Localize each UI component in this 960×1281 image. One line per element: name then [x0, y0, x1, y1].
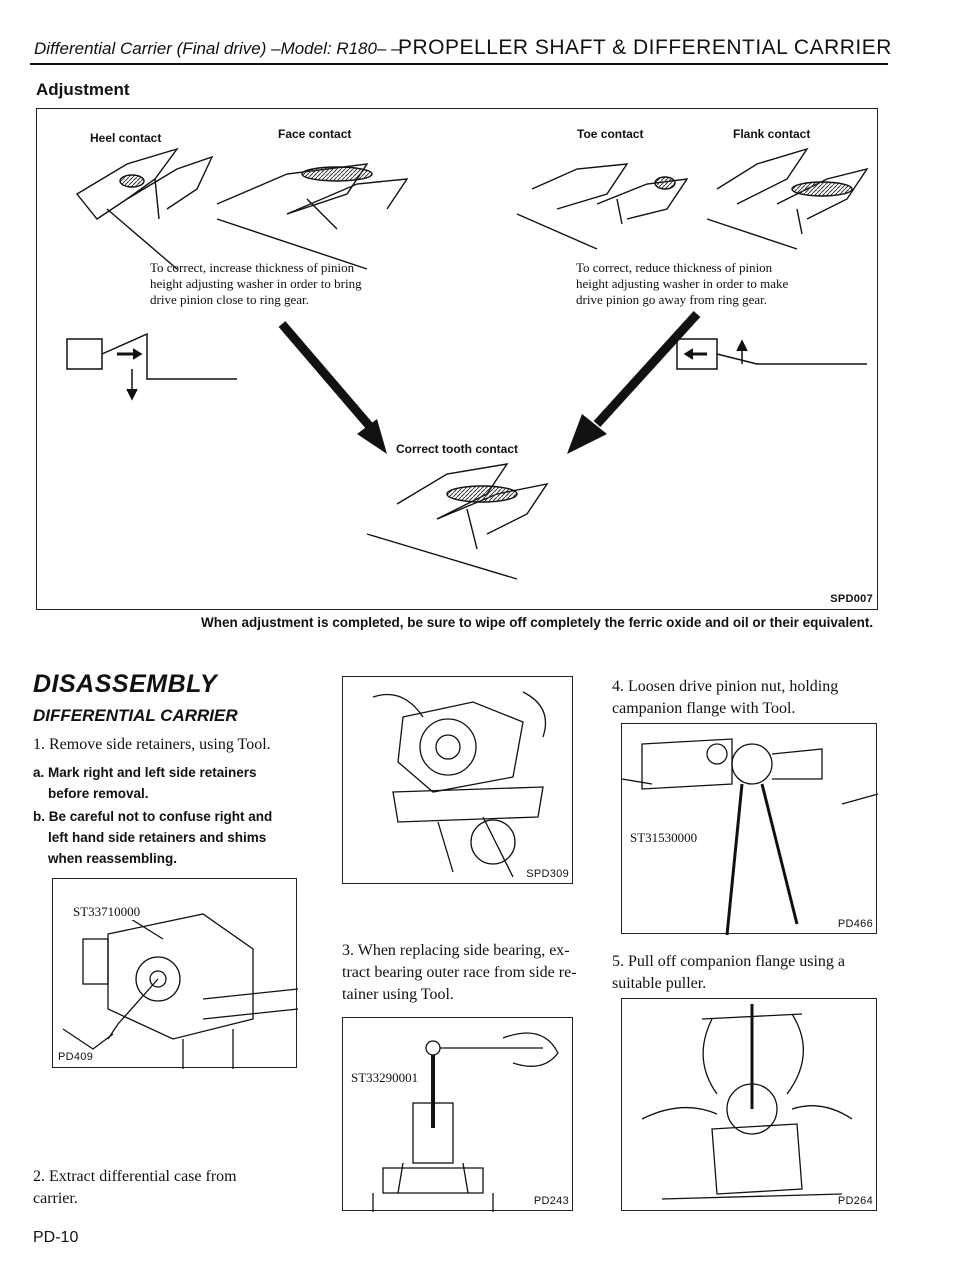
step-5: 5. Pull off companion flange using a sui…	[612, 953, 845, 992]
face-contact-label: Face contact	[278, 127, 352, 141]
tooth-contact-drawing	[66, 147, 869, 580]
tool-st31530000: ST31530000	[628, 830, 700, 846]
tooth-contact-figure: Heel contact Face contact Toe contact Fl…	[36, 108, 878, 610]
figure-pd466: ST31530000 PD466	[621, 723, 879, 936]
step-3: 3. When replacing side bearing, ex- trac…	[342, 942, 577, 1003]
correct-contact-teeth-icon	[366, 463, 549, 580]
adjustment-note: When adjustment is completed, be sure to…	[201, 615, 874, 630]
figure-code-pd466: PD466	[837, 918, 873, 930]
heel-contact-teeth-icon	[75, 147, 214, 270]
disassembly-heading: DISASSEMBLY	[33, 670, 218, 698]
page-number: PD-10	[33, 1229, 79, 1246]
arrow-down-right-icon	[278, 321, 387, 454]
pinion-move-out-icon	[676, 338, 867, 370]
differential-case-extraction-icon	[372, 691, 547, 878]
flank-contact-label: Flank contact	[733, 127, 811, 141]
figure-spd309: SPD309	[342, 676, 573, 884]
tool-st33290001: ST33290001	[349, 1070, 421, 1086]
companion-flange-puller-icon	[641, 1004, 853, 1200]
figure-code-spd309: SPD309	[526, 868, 569, 880]
flank-contact-teeth-icon	[706, 147, 869, 250]
bearing-race-puller-icon	[372, 1032, 559, 1212]
figure-pd409: ST33710000 PD409	[52, 878, 299, 1069]
arrow-down-left-icon	[567, 310, 701, 454]
figure-code: SPD007	[830, 593, 873, 605]
tool-st33710000: ST33710000	[71, 904, 143, 920]
header-chapter-title: PROPELLER SHAFT & DIFFERENTIAL CARRIER	[398, 36, 892, 59]
adjustment-heading: Adjustment	[36, 80, 130, 99]
pinion-move-in-icon	[66, 332, 237, 401]
figure-pd264: PD264	[621, 998, 877, 1211]
step-1: 1. Remove side retainers, using Tool.	[33, 736, 271, 753]
toe-contact-teeth-icon	[516, 163, 689, 250]
flange-holding-tool-icon	[621, 738, 879, 936]
header-section-title: Differential Carrier (Final drive) –Mode…	[34, 39, 401, 58]
header-rule	[30, 63, 888, 65]
caption-reduce-thickness: To correct, reduce thickness of pinion h…	[576, 260, 789, 307]
step-4: 4. Loosen drive pinion nut, holding camp…	[612, 678, 839, 717]
step-2: 2. Extract differential case from carrie…	[33, 1168, 237, 1207]
heel-contact-label: Heel contact	[90, 131, 162, 145]
note-a: a. Mark right and left side retainers be…	[33, 765, 257, 801]
figure-pd243: ST33290001 PD243	[342, 1017, 573, 1212]
figure-code-pd243: PD243	[533, 1195, 569, 1207]
note-b: b. Be careful not to confuse right and l…	[33, 809, 273, 866]
differential-carrier-subheading: DIFFERENTIAL CARRIER	[33, 706, 238, 725]
face-contact-teeth-icon	[216, 163, 409, 270]
correct-contact-label: Correct tooth contact	[396, 442, 519, 456]
caption-increase-thickness: To correct, increase thickness of pinion…	[150, 260, 362, 307]
figure-code-pd409: PD409	[58, 1051, 94, 1063]
figure-code-pd264: PD264	[837, 1195, 873, 1207]
toe-contact-label: Toe contact	[577, 127, 644, 141]
